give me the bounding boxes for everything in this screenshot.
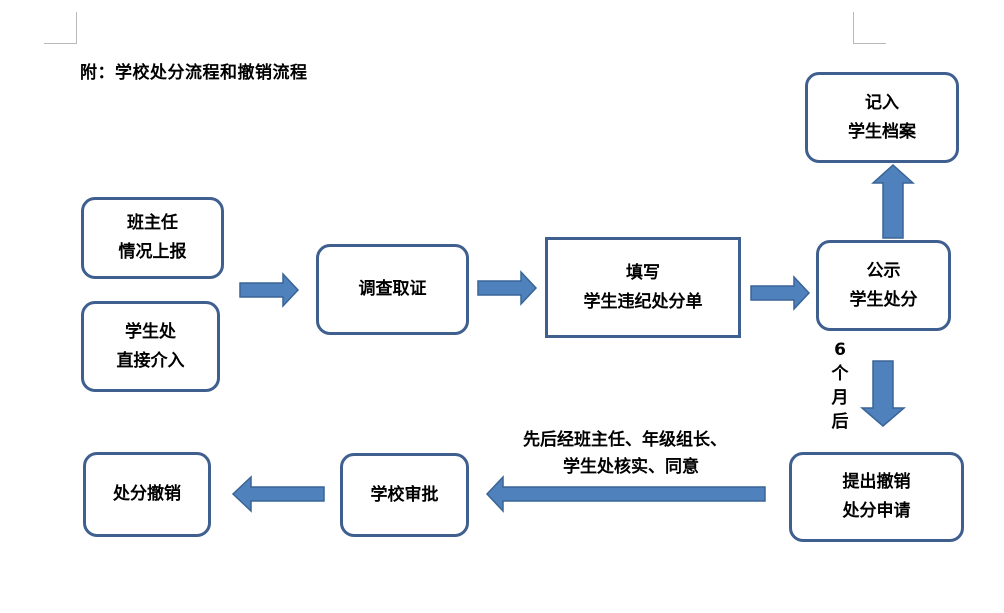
note-verify-line1: 先后经班主任、年级组长、 xyxy=(523,430,727,450)
node-student-office-intervene: 学生处 直接介入 xyxy=(81,301,220,392)
node-label: 调查取证 xyxy=(358,279,427,299)
note-char: 6 xyxy=(834,340,846,360)
arrow-report-to-investigate xyxy=(239,272,300,308)
node-label: 公示 学生处分 xyxy=(849,260,918,310)
node-label: 学校审批 xyxy=(370,484,439,505)
crop-mark-top-left xyxy=(44,12,77,44)
node-label: 学生处 直接介入 xyxy=(116,321,185,371)
arrow-investigate-to-form xyxy=(477,270,538,306)
arrow-approve-to-revoke xyxy=(231,475,325,513)
crop-mark-top-right xyxy=(853,12,886,44)
arrow-publicize-to-record xyxy=(871,163,915,239)
note-char: 月 xyxy=(831,388,849,408)
node-record-file: 记入 学生档案 xyxy=(805,72,959,163)
node-revoke: 处分撤销 xyxy=(83,452,211,537)
note-char: 个 xyxy=(831,364,849,384)
node-label: 处分撤销 xyxy=(113,484,181,504)
node-publicize: 公示 学生处分 xyxy=(816,240,951,331)
node-head-teacher-report: 班主任 情况上报 xyxy=(81,197,224,279)
node-apply-revoke: 提出撤销 处分申请 xyxy=(789,452,964,542)
node-label: 填写 学生违纪处分单 xyxy=(583,262,703,312)
arrow-publicize-to-apply xyxy=(859,360,907,427)
page-title: 附：学校处分流程和撤销流程 xyxy=(80,63,308,83)
note-six-months-after: 6 个 月 后 xyxy=(826,338,854,434)
node-label: 提出撤销 处分申请 xyxy=(842,472,911,521)
node-label: 班主任 情况上报 xyxy=(118,213,187,262)
node-fill-form: 填写 学生违纪处分单 xyxy=(545,237,741,338)
node-investigate: 调查取证 xyxy=(316,244,469,335)
arrow-form-to-publicize xyxy=(750,275,811,311)
node-school-approve: 学校审批 xyxy=(340,453,469,537)
note-char: 后 xyxy=(831,412,849,432)
node-label: 记入 学生档案 xyxy=(848,92,916,142)
arrow-apply-to-approve xyxy=(485,475,766,513)
note-verify-line2: 学生处核实、同意 xyxy=(563,457,699,477)
